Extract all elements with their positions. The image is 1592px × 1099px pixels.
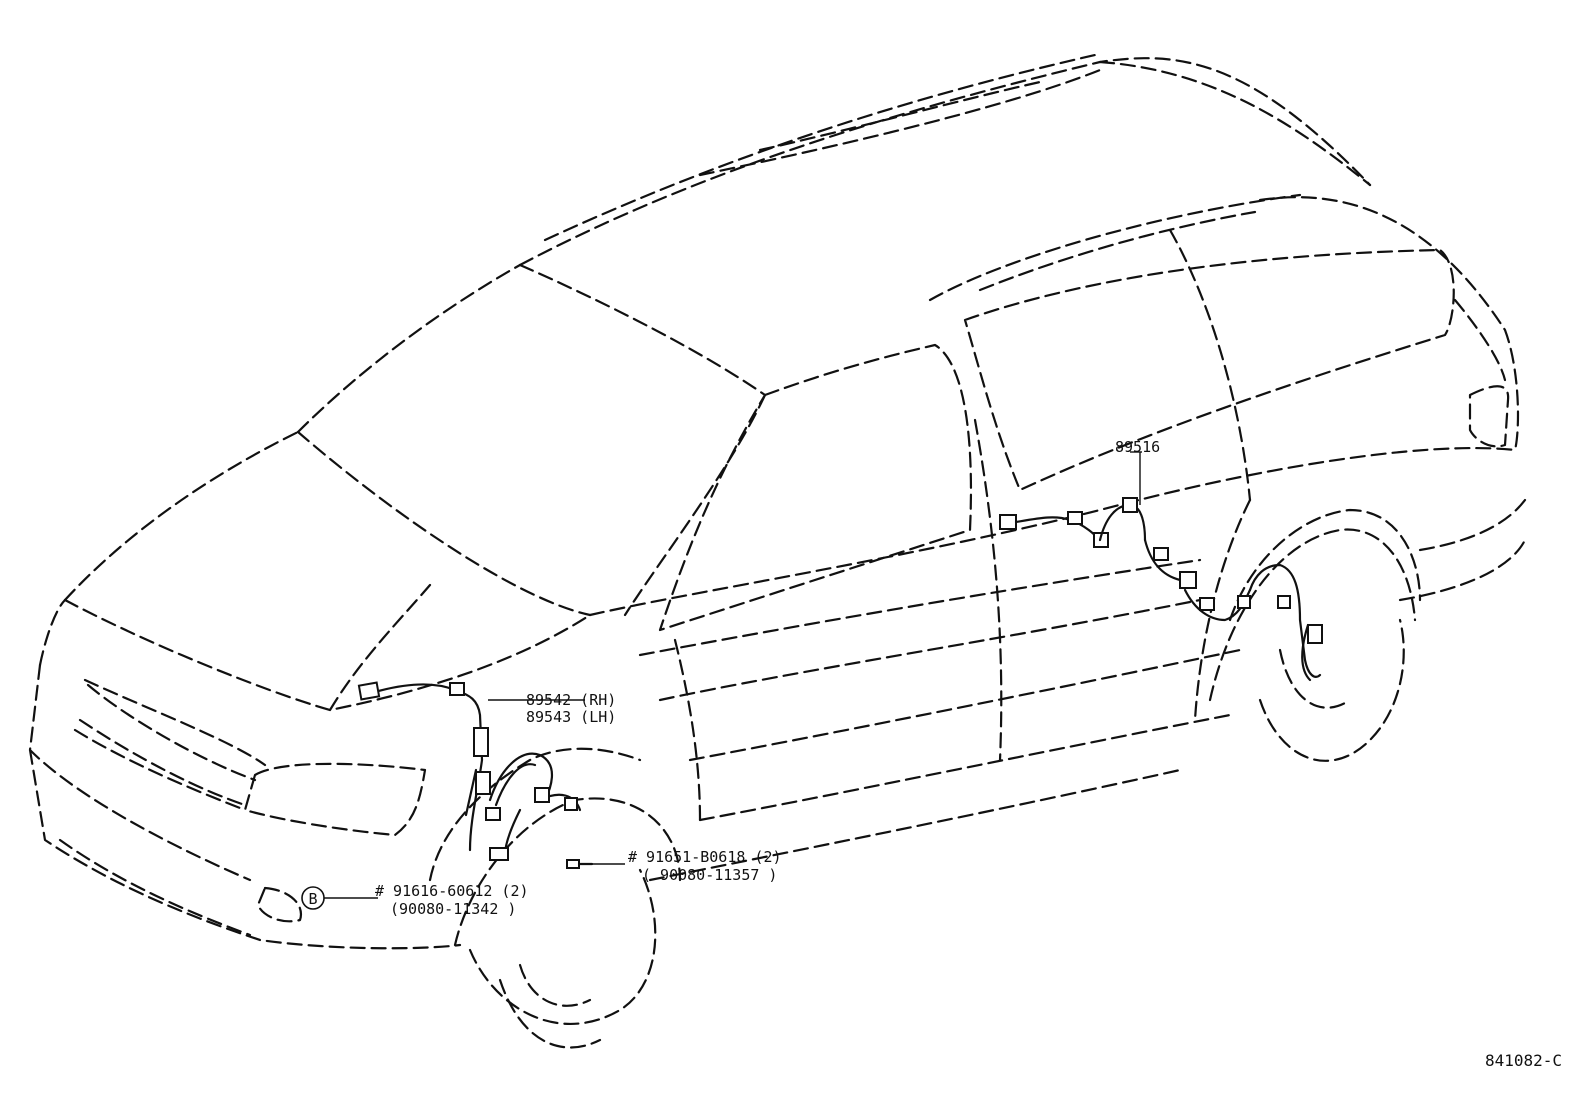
leader-lines xyxy=(322,451,1142,899)
callout-bolt-front-line1: # 91651-B0618 (2) xyxy=(628,848,782,866)
callout-89516: 89516 xyxy=(1115,438,1160,456)
figure-code: 841082-C xyxy=(1485,1051,1562,1070)
vehicle-outline xyxy=(28,53,1527,1049)
callout-bolt-front-line2: ( 90080-11357 ) xyxy=(642,866,777,884)
marker-b-circle xyxy=(301,886,325,910)
rear-speed-sensor xyxy=(999,497,1323,682)
callout-89542-rh: 89542 (RH) xyxy=(526,691,616,709)
marker-b-label: B xyxy=(308,890,317,908)
callout-bolt-b-line1: # 91616-60612 (2) xyxy=(375,882,529,900)
front-speed-sensor xyxy=(357,681,594,869)
callout-bolt-b-line2: (90080-11342 ) xyxy=(390,900,516,918)
callout-89543-lh: 89543 (LH) xyxy=(526,708,616,726)
